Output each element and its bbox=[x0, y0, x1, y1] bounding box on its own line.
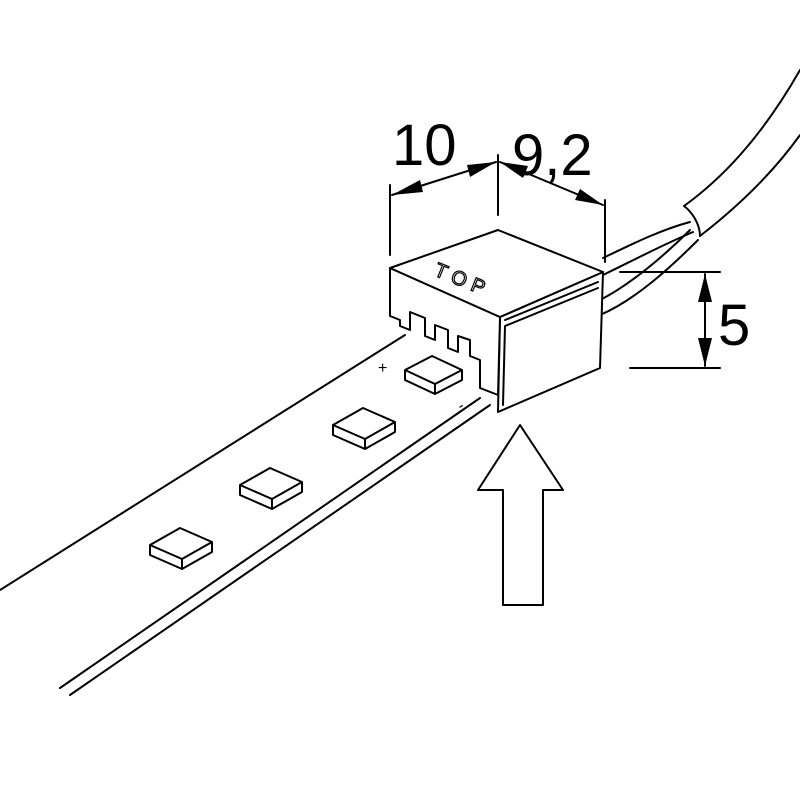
plus-marking: + bbox=[378, 360, 387, 377]
led-chip bbox=[149, 527, 213, 570]
connector-housing: TOP bbox=[389, 229, 604, 413]
width-dimension-label: 10 bbox=[392, 113, 457, 178]
height-dimension-label: 5 bbox=[718, 293, 750, 358]
insertion-arrow bbox=[477, 424, 564, 606]
led-chip bbox=[332, 407, 396, 450]
minus-marking: - bbox=[455, 397, 468, 414]
cable bbox=[599, 69, 800, 316]
led-chip bbox=[404, 355, 463, 395]
depth-dimension-label: 9,2 bbox=[512, 123, 593, 188]
dimension-lines bbox=[389, 154, 721, 369]
led-chip bbox=[239, 467, 303, 510]
led-strip: + - bbox=[0, 334, 491, 696]
